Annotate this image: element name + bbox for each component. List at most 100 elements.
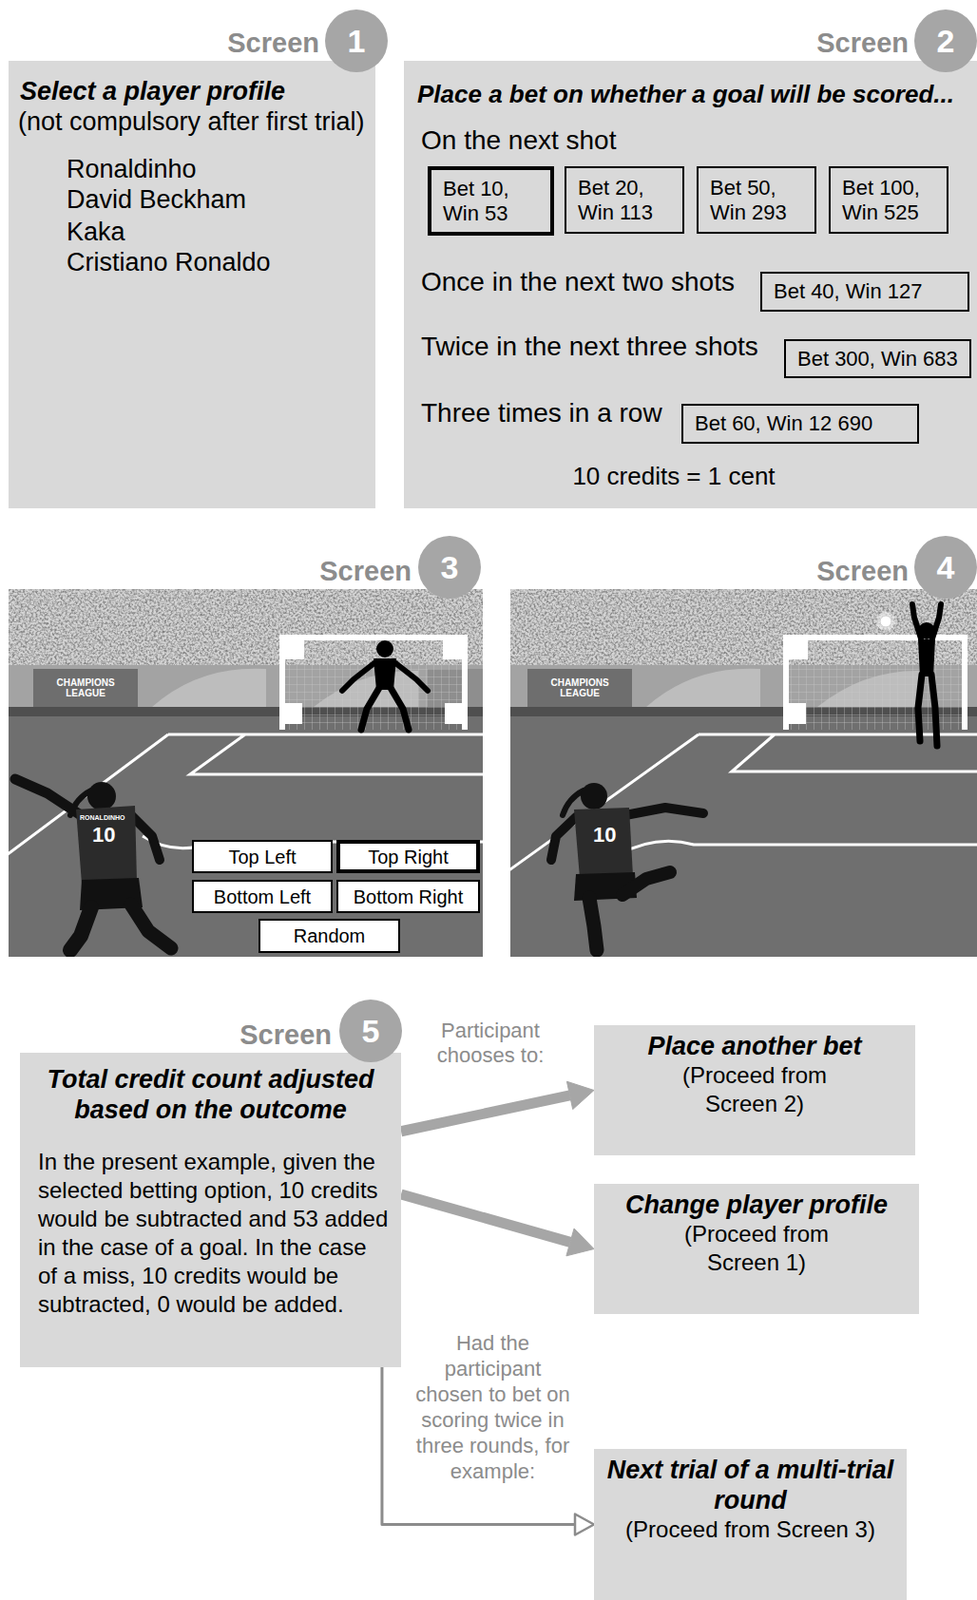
- player: [15, 779, 172, 951]
- screen-number: 3: [418, 536, 481, 599]
- screen-number: 5: [339, 999, 403, 1063]
- profile-option: David Beckham: [66, 184, 247, 215]
- net-corner: [788, 640, 808, 660]
- flow-arrow: [401, 1194, 594, 1257]
- banner-text: CHAMPIONS LEAGUE: [532, 677, 628, 699]
- net-corner: [285, 703, 303, 725]
- shot-button: Top Right: [336, 840, 480, 874]
- jersey-number: 10: [92, 823, 115, 848]
- arrow-head: [566, 1081, 594, 1110]
- note-text: Participant chooses to:: [425, 1018, 556, 1069]
- banner-panel: [33, 669, 138, 708]
- panel-title: Select a player profile: [19, 76, 286, 107]
- button-text: Bottom Left: [213, 885, 311, 909]
- net-corner: [788, 703, 806, 725]
- stadium-scene: [8, 589, 483, 958]
- button-text: Bottom Right: [353, 885, 464, 909]
- bet-row-label: On the next shot: [421, 124, 616, 157]
- bet-option: Bet 40, Win 127: [760, 271, 970, 312]
- ball-glow: [876, 612, 896, 632]
- next-step-box: Change player profile(Proceed from Scree…: [593, 1184, 920, 1315]
- bet-text: Bet 300, Win 683: [797, 346, 958, 372]
- bet-text: Bet 40, Win 127: [773, 279, 923, 305]
- pitch: [8, 716, 483, 958]
- goal-frame: [282, 637, 465, 730]
- bet-text: Bet 20, Win 113: [577, 175, 669, 226]
- step-note: (Proceed from Screen 2): [659, 1061, 850, 1119]
- arrow-head: [566, 1228, 594, 1257]
- step-title: Place another bet: [602, 1031, 907, 1062]
- shot-button: Bottom Right: [336, 880, 480, 914]
- shot-button: Random: [258, 919, 401, 954]
- player: [551, 783, 704, 951]
- screen-panel: ScreenPlace a bet on whether a goal will…: [403, 60, 977, 509]
- panel-note: (not compulsory after first trial): [18, 106, 365, 137]
- button-text: Top Left: [228, 845, 296, 869]
- shot-button: Top Left: [191, 840, 333, 874]
- bet-row-label: Once in the next two shots: [421, 266, 735, 299]
- ball: [880, 615, 892, 628]
- screen-panel: ScreenTotal credit count adjusted based …: [19, 1053, 402, 1368]
- bet-option: Bet 20, Win 113: [564, 166, 685, 234]
- arrow-head: [574, 1514, 594, 1536]
- screen-number: 2: [914, 9, 977, 73]
- profile-option: Kaka: [66, 216, 126, 248]
- bet-option: Bet 10, Win 53: [427, 166, 555, 236]
- arrow-shaft: [401, 1095, 571, 1132]
- screen-heading: Screen: [227, 26, 320, 60]
- bet-text: Bet 60, Win 12 690: [694, 411, 873, 437]
- number-text: 1: [347, 21, 366, 60]
- bet-option: Bet 50, Win 293: [696, 166, 817, 234]
- panel-title: Place a bet on whether a goal will be sc…: [417, 79, 955, 110]
- panel-body: In the present example, given the select…: [38, 1148, 392, 1320]
- scene-frame: Screen: [510, 589, 977, 958]
- arrow-shaft: [401, 1194, 571, 1243]
- button-text: Random: [293, 924, 366, 948]
- bet-option: Bet 100, Win 525: [828, 166, 949, 234]
- number-text: 2: [937, 21, 956, 60]
- banner-swoosh: [646, 669, 761, 708]
- jersey-number: 10: [593, 823, 616, 848]
- scene-frame: ScreenTop LeftTop RightBottom LeftBottom…: [8, 589, 483, 958]
- net-corner: [442, 640, 462, 660]
- pitch: [510, 716, 977, 958]
- shot-button: Bottom Left: [191, 880, 333, 914]
- goalkeeper: [912, 604, 941, 747]
- bet-row-label: Three times in a row: [421, 397, 663, 430]
- goalkeeper: [342, 640, 428, 730]
- screen-heading: Screen: [239, 1018, 332, 1053]
- panel-title: Total credit count adjusted based on the…: [29, 1064, 392, 1126]
- step-title: Change player profile: [604, 1189, 909, 1221]
- number-text: 4: [937, 548, 956, 587]
- banner-text: CHAMPIONS LEAGUE: [38, 677, 134, 699]
- note-text: Had the participant chosen to bet on sco…: [409, 1330, 576, 1485]
- screen-heading: Screen: [816, 555, 909, 589]
- flow-arrow: [401, 1081, 594, 1132]
- next-step-box: Next trial of a multi-trial round(Procee…: [593, 1449, 907, 1600]
- step-note: (Proceed from Screen 3): [608, 1515, 894, 1545]
- next-step-box: Place another bet(Proceed from Screen 2): [593, 1025, 916, 1156]
- step-note: (Proceed from Screen 1): [661, 1220, 852, 1278]
- button-text: Top Right: [367, 845, 449, 869]
- screen-number: 4: [914, 536, 977, 599]
- banner-panel: [527, 669, 633, 708]
- bet-row-label: Twice in the next three shots: [421, 330, 759, 364]
- profile-option: Cristiano Ronaldo: [66, 247, 271, 278]
- net-corner: [444, 703, 462, 725]
- step-title: Next trial of a multi-trial round: [600, 1455, 901, 1516]
- goal-net: [282, 637, 465, 730]
- screen-number: 1: [325, 9, 388, 73]
- number-text: 3: [440, 548, 460, 587]
- bet-text: Bet 100, Win 525: [842, 175, 933, 226]
- exchange-note: 10 credits = 1 cent: [403, 459, 944, 494]
- number-text: 5: [362, 1012, 381, 1051]
- net-corner: [285, 640, 305, 660]
- bet-option: Bet 60, Win 12 690: [681, 403, 920, 444]
- screen-panel: ScreenSelect a player profile(not compul…: [8, 60, 376, 509]
- banner-swoosh: [152, 669, 267, 708]
- profile-option: Ronaldinho: [66, 153, 197, 185]
- bet-text: Bet 50, Win 293: [709, 175, 801, 226]
- bet-option: Bet 300, Win 683: [784, 339, 972, 379]
- stadium-scene: [510, 589, 977, 958]
